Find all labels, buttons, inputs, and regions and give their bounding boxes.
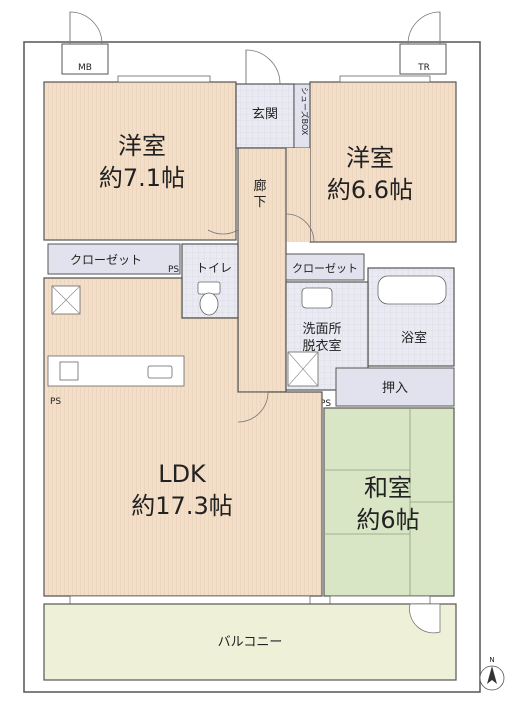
- shoes-box-label: シューズBOX: [300, 87, 310, 136]
- tr-label: TR: [417, 63, 430, 73]
- storage-label: 押入: [382, 381, 408, 396]
- closet-2: クローゼット: [285, 253, 365, 281]
- closet-2-label: クローゼット: [292, 262, 358, 275]
- room-toilet: トイレ: [181, 243, 239, 319]
- room-western-1: 洋室 約7.1帖: [43, 81, 237, 241]
- ps-label-2: PS: [50, 397, 61, 407]
- ps-label-3: PS: [320, 399, 331, 409]
- room-ldk-size: 約17.3帖: [131, 492, 232, 520]
- room-ldk: PS LDK 約17.3帖: [43, 277, 323, 597]
- tr-box: TR: [399, 11, 447, 75]
- washroom-label-2: 脱衣室: [302, 338, 341, 354]
- closet-1-label: クローゼット: [70, 253, 142, 267]
- ps-label-1: PS: [168, 265, 179, 275]
- room-washroom: 洗面所 脱衣室: [285, 281, 369, 391]
- room-ldk-name: LDK: [158, 460, 207, 488]
- room-japanese-name: 和室: [364, 474, 412, 502]
- room-japanese-size: 約6帖: [356, 506, 419, 534]
- north-label: N: [489, 656, 494, 664]
- room-storage: 押入 PS: [320, 367, 455, 409]
- balcony-label: バルコニー: [218, 635, 283, 650]
- washroom-label-1: 洗面所: [302, 322, 341, 337]
- closet-1: クローゼット PS: [47, 243, 181, 275]
- room-western-1-size: 約7.1帖: [99, 164, 185, 192]
- toilet-label: トイレ: [196, 261, 232, 275]
- hallway-label-2: 下: [253, 195, 266, 210]
- room-western-2: 洋室 約6.6帖: [286, 81, 457, 243]
- north-arrow-icon: N: [479, 656, 505, 691]
- mb-box: MB: [61, 11, 109, 75]
- mb-label: MB: [78, 63, 92, 73]
- room-bathroom: 浴室: [367, 267, 455, 367]
- entrance-label: 玄関: [252, 107, 278, 122]
- hallway-label-1: 廊: [253, 178, 266, 194]
- bathroom-label: 浴室: [401, 330, 427, 346]
- room-hallway: 廊 下: [207, 147, 315, 393]
- balcony: バルコニー: [43, 603, 457, 681]
- room-japanese: 和室 約6帖: [323, 407, 455, 597]
- room-western-2-size: 約6.6帖: [327, 176, 413, 204]
- shoes-box: シューズBOX: [293, 83, 311, 149]
- room-western-1-name: 洋室: [118, 132, 166, 160]
- room-western-2-name: 洋室: [346, 144, 394, 172]
